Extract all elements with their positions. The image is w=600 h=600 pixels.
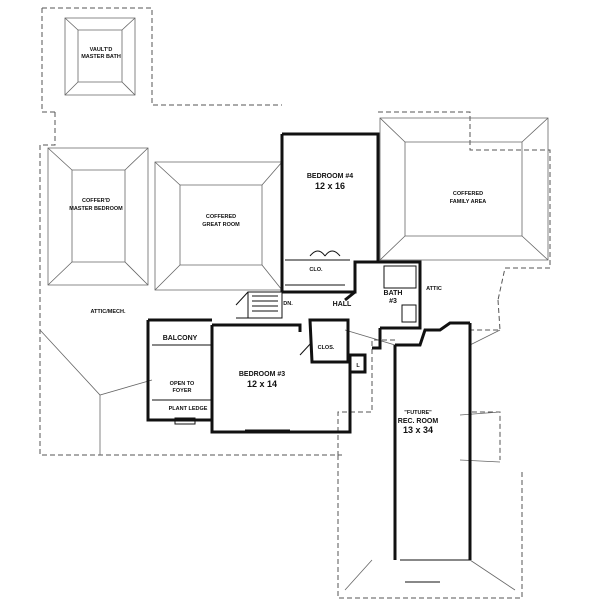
great-room-line2: GREAT ROOM (202, 222, 240, 228)
coffer-master-bedroom-roof (47, 147, 149, 286)
bedroom-3-size: 12 x 14 (247, 379, 277, 389)
hall-label: HALL (333, 301, 352, 308)
balcony-open-foyer-walls (146, 318, 212, 425)
vault-master-bath-roof (64, 17, 136, 96)
bedroom-4-size: 12 x 16 (315, 181, 345, 191)
label-coffer-master-bedroom: COFFER'D MASTER BEDROOM (69, 198, 123, 212)
rec-room-size: 13 x 34 (403, 425, 433, 435)
open-to-foyer-line2: FOYER (173, 388, 192, 394)
plant-ledge-label: PLANT LEDGE (169, 406, 208, 412)
bedroom-3-closet-label: CLOS. (318, 345, 335, 351)
family-area-line2: FAMILY AREA (450, 199, 486, 205)
bedroom-4-walls (280, 132, 380, 292)
vault-master-bath-line2: MASTER BATH (81, 54, 121, 60)
lower-floor-outline (39, 7, 551, 599)
bedroom-3-walls (210, 318, 352, 434)
stair (235, 291, 283, 319)
label-great-room: COFFERED GREAT ROOM (202, 214, 240, 228)
bath-3-line1: BATH (384, 290, 403, 297)
bedroom-3-name: BEDROOM #3 (239, 371, 285, 378)
coffer-master-bedroom-line1: COFFER'D (82, 198, 110, 204)
vault-master-bath-line1: VAULT'D (90, 47, 113, 53)
balcony-label: BALCONY (163, 335, 198, 342)
bedroom-4-closet-label: CLO. (309, 267, 323, 273)
coffer-master-bedroom-line2: MASTER BEDROOM (69, 206, 123, 212)
rec-room-line2: REC. ROOM (398, 418, 439, 425)
attic-label: ATTIC (426, 286, 442, 292)
rec-room-roof (344, 329, 516, 591)
linen-closet (348, 353, 367, 374)
bedroom-4-name: BEDROOM #4 (307, 173, 353, 180)
stair-down-label: DN. (283, 301, 293, 307)
label-rec-room: "FUTURE" REC. ROOM 13 x 34 (398, 410, 439, 435)
family-area-roof (379, 117, 549, 261)
open-to-foyer-line1: OPEN TO (170, 381, 195, 387)
label-bedroom-4: BEDROOM #4 12 x 16 (307, 173, 353, 191)
label-vault-master-bath: VAULT'D MASTER BATH (81, 47, 121, 60)
hall-walls (282, 260, 382, 350)
attic-mech-label: ATTIC/MECH. (90, 309, 126, 315)
great-room-line1: COFFERED (206, 214, 236, 220)
attic-lines (39, 329, 153, 455)
linen-closet-label: L (356, 363, 360, 369)
label-bath-3: BATH #3 (384, 290, 403, 305)
family-area-line1: COFFERED (453, 191, 483, 197)
rec-room-line1: "FUTURE" (404, 410, 432, 416)
bath-3-line2: #3 (389, 298, 397, 305)
label-family-area: COFFERED FAMILY AREA (450, 191, 486, 205)
rec-room-walls (393, 321, 472, 583)
label-bedroom-3: BEDROOM #3 12 x 14 (239, 371, 285, 389)
bath-3-walls (378, 260, 422, 330)
